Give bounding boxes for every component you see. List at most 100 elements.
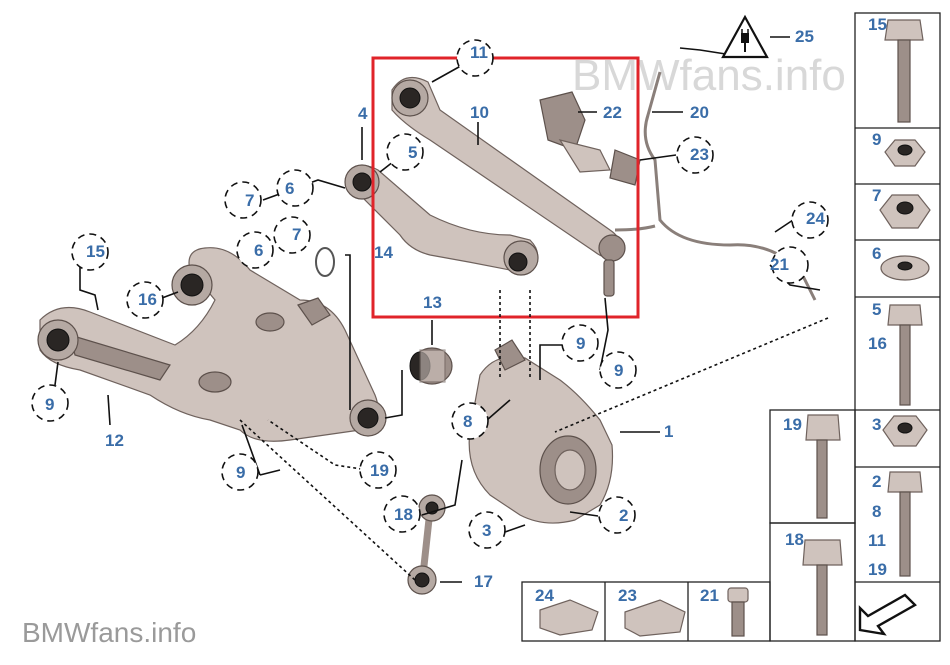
bolt-15 (884, 19, 924, 123)
callout-9-left[interactable]: 9 (31, 384, 69, 422)
electrical-warning-icon (721, 14, 769, 59)
callout-19-label: 19 (370, 461, 389, 480)
callout-21-label: 21 (770, 255, 789, 274)
footer-logo-brand: BMWfans (22, 617, 143, 648)
panel-label-16: 16 (868, 334, 887, 353)
bottom-label-21: 21 (700, 586, 719, 605)
callout-20[interactable]: 20 (690, 103, 709, 122)
callout-7-a[interactable]: 7 (224, 181, 262, 219)
bolt-19-mid (805, 414, 841, 519)
wheel-carrier-1 (468, 339, 614, 524)
highlight-box (371, 56, 640, 319)
callout-8[interactable]: 8 (451, 402, 489, 440)
seal-ring-14 (315, 247, 335, 277)
callout-16-label: 16 (138, 290, 157, 309)
bolt-21 (727, 587, 749, 637)
panel-label-19b: 19 (868, 560, 887, 579)
fasteners-panel (521, 12, 941, 642)
callout-5[interactable]: 5 (386, 133, 424, 171)
upper-control-arm-11 (391, 76, 626, 297)
callout-4-label: 4 (358, 104, 368, 123)
callout-14[interactable]: 14 (374, 243, 393, 262)
callout-11-label: 11 (470, 43, 488, 62)
wishbone-lower-arm (39, 247, 379, 442)
panel-label-7: 7 (872, 186, 881, 205)
bolt-2-8-11-19 (887, 471, 923, 577)
callout-2[interactable]: 2 (598, 496, 636, 534)
callout-6b-label: 6 (254, 241, 263, 260)
callout-9d-label: 9 (614, 361, 623, 380)
callout-17-label: 17 (474, 572, 493, 591)
callout-10-label: 10 (470, 103, 489, 122)
callout-9c-label: 9 (576, 334, 585, 353)
bolt-5-16 (887, 304, 923, 406)
callout-9b-label: 9 (236, 463, 245, 482)
callout-12[interactable]: 12 (105, 431, 124, 450)
callout-9-right[interactable]: 9 (599, 351, 637, 389)
panel-label-5: 5 (872, 300, 881, 319)
callout-18-label: 18 (394, 505, 413, 524)
callout-21[interactable]: 21 (770, 246, 809, 284)
bottom-label-24: 24 (535, 586, 554, 605)
callout-12-label: 12 (105, 431, 124, 450)
callout-19[interactable]: 19 (359, 451, 397, 489)
callout-25[interactable]: 25 (795, 27, 814, 46)
callout-24-label: 24 (806, 209, 825, 228)
bolt-18 (802, 539, 843, 636)
callout-10[interactable]: 10 (470, 103, 489, 122)
bracket-23 (624, 599, 686, 637)
panel-label-2: 2 (872, 472, 881, 491)
callout-9a-label: 9 (45, 395, 54, 414)
callout-6a-label: 6 (285, 179, 294, 198)
callout-13[interactable]: 13 (423, 293, 442, 312)
sensor-cable-link (614, 224, 656, 232)
callout-11[interactable]: 11 (456, 39, 494, 77)
callout-8-label: 8 (463, 412, 472, 431)
direction-arrow-icon (858, 593, 917, 636)
callout-3[interactable]: 3 (468, 511, 506, 549)
bushing-16 (171, 264, 213, 306)
callout-9-mid[interactable]: 9 (561, 324, 599, 362)
callout-16[interactable]: 16 (126, 281, 164, 319)
bushing-13 (409, 347, 453, 385)
callout-22[interactable]: 22 (603, 103, 622, 122)
callout-7-b[interactable]: 7 (273, 216, 311, 254)
panel-label-18: 18 (785, 530, 804, 549)
callout-17[interactable]: 17 (474, 572, 493, 591)
callout-6-b[interactable]: 6 (236, 231, 274, 269)
callout-22-label: 22 (603, 103, 622, 122)
sensor-cable (643, 71, 817, 301)
panel-label-3: 3 (872, 415, 881, 434)
callout-13-label: 13 (423, 293, 442, 312)
nut-3 (882, 415, 928, 447)
callout-18[interactable]: 18 (383, 495, 421, 533)
callout-24[interactable]: 24 (791, 201, 829, 239)
panel-label-11: 11 (868, 531, 886, 550)
nut-9 (884, 139, 926, 167)
footer-logo-suffix: .info (143, 617, 196, 648)
callout-20-label: 20 (690, 103, 709, 122)
bushing-14 (349, 399, 387, 437)
callout-15[interactable]: 15 (71, 233, 109, 271)
bottom-label-23: 23 (618, 586, 637, 605)
bracket-22 (539, 91, 641, 186)
washer-6 (880, 255, 930, 281)
panel-label-19: 19 (783, 415, 802, 434)
clip-24 (539, 599, 599, 636)
callout-7a-label: 7 (245, 191, 254, 210)
callout-23-label: 23 (690, 145, 709, 164)
callout-4[interactable]: 4 (358, 104, 368, 123)
callout-9-bottom[interactable]: 9 (221, 453, 259, 491)
callout-6-a[interactable]: 6 (276, 169, 314, 207)
callout-14-label: 14 (374, 243, 393, 262)
nut-7 (879, 194, 931, 229)
control-arm-10 (344, 164, 539, 276)
callout-1-label: 1 (664, 422, 673, 441)
callout-15-label: 15 (86, 242, 105, 261)
callout-1[interactable]: 1 (664, 422, 673, 441)
callout-23[interactable]: 23 (676, 136, 714, 174)
panel-label-15: 15 (868, 15, 887, 34)
callout-25-label: 25 (795, 27, 814, 46)
footer-logo: BMWfans.info (22, 617, 196, 648)
